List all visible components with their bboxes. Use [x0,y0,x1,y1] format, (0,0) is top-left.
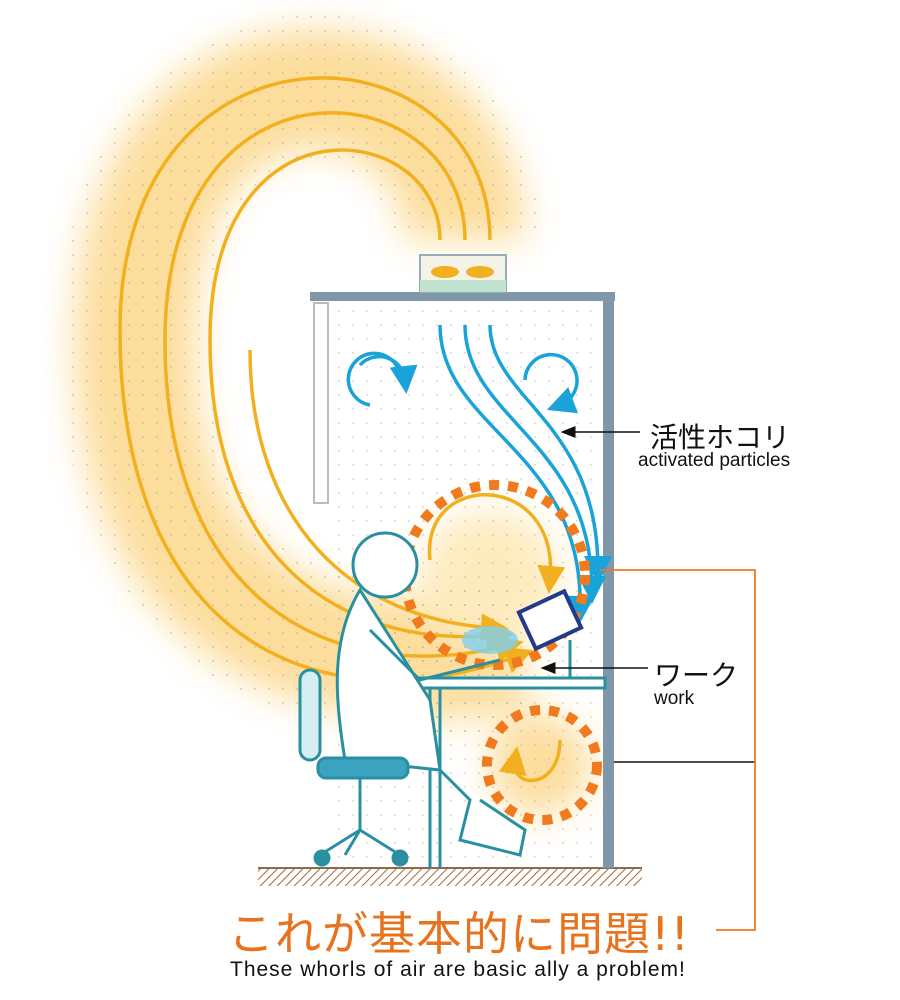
pointer-lines [540,426,756,931]
work-label-en: work [654,688,695,709]
caption-title-en: These whorls of air are basic ally a pro… [230,958,686,981]
work-label-jp: ワーク [654,659,739,692]
particles-label-jp: 活性ホコリ [650,421,791,454]
chair [298,668,410,867]
fan-filter-unit [419,254,507,293]
particles-label-en: activated particles [638,450,791,471]
particle-dots [59,14,540,735]
clean-air-flow [346,324,612,624]
caption-title-jp: これが基本的に問題!! [228,907,690,961]
air-whorls [400,480,602,825]
work-piece [462,588,584,654]
